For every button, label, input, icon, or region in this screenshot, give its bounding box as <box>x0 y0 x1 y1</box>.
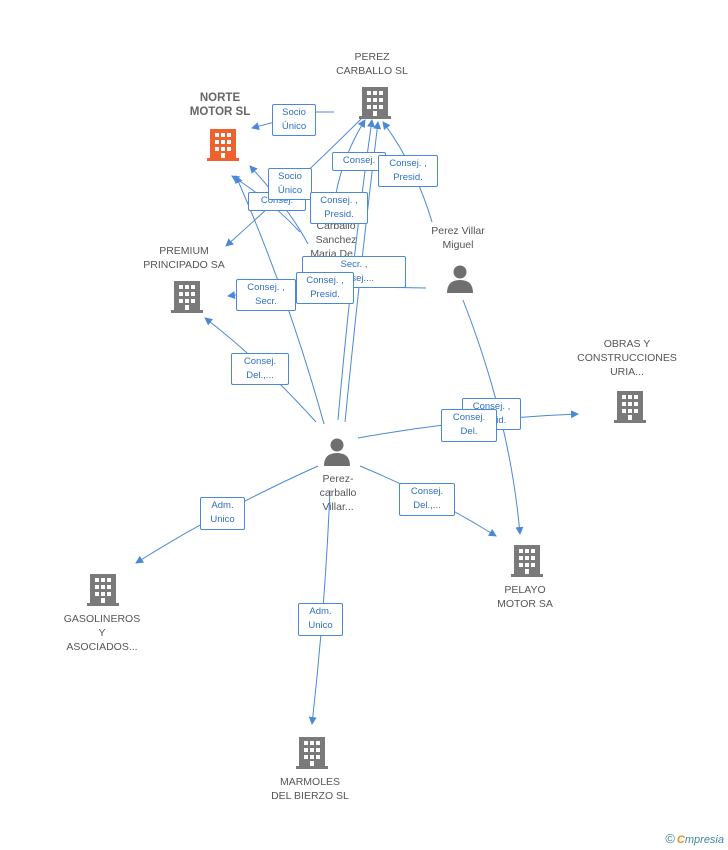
edge-label-consej-del[interactable]: Consej. Del.,... <box>231 353 289 385</box>
edge-label-consej-presid[interactable]: Consej. , Presid. <box>296 272 354 304</box>
node-label-gasolineros[interactable]: GASOLINEROS Y ASOCIADOS... <box>63 613 141 653</box>
building-icon-gasolineros[interactable] <box>87 572 119 606</box>
node-label-marmoles[interactable]: MARMOLES DEL BIERZO SL <box>271 776 349 802</box>
building-icon-premium-principado[interactable] <box>171 279 203 313</box>
edge-label-consej-del[interactable]: Consej. Del.,... <box>399 483 455 516</box>
edge-label-socio-unico[interactable]: Socio Único <box>272 104 316 136</box>
building-icon-marmoles[interactable] <box>296 735 328 769</box>
node-label-carballo-sanchez[interactable]: Carballo Sanchez Maria De... <box>310 220 362 260</box>
building-icon-norte-motor[interactable] <box>207 127 239 161</box>
edge-label-consej-presid[interactable]: Consej. , Presid. <box>310 192 368 224</box>
copyright-symbol: © <box>665 831 675 846</box>
person-icon-perez-villar[interactable] <box>445 263 475 293</box>
building-icon-pelayo-motor[interactable] <box>511 543 543 577</box>
node-label-perez-villar[interactable]: Perez Villar Miguel <box>431 225 485 251</box>
brand-logo-letter: C <box>676 834 685 846</box>
edge-label-adm-unico[interactable]: Adm. Unico <box>298 603 343 636</box>
node-label-premium-principado[interactable]: PREMIUM PRINCIPADO SA <box>143 245 225 271</box>
node-label-perez-carballo-sl[interactable]: PEREZ CARBALLO SL <box>336 51 408 77</box>
edge-label-socio-unico[interactable]: Socio Único <box>268 168 312 200</box>
building-icon-perez-carballo-sl[interactable] <box>359 85 391 119</box>
edge-label-consej-presid[interactable]: Consej. , Presid. <box>378 155 438 187</box>
node-label-norte-motor[interactable]: NORTE MOTOR SL <box>189 92 251 118</box>
edge-label-consej-secr[interactable]: Consej. , Secr. <box>236 279 296 311</box>
node-label-obras-construcciones[interactable]: OBRAS Y CONSTRUCCIONES URIA... <box>577 338 677 378</box>
node-label-perez-carballo-villar[interactable]: Perez- carballo Villar... <box>319 473 357 513</box>
empresia-watermark: ©Cmpresia <box>665 831 724 846</box>
brand-name: mpresia <box>684 834 724 846</box>
edge-label-adm-unico[interactable]: Adm. Unico <box>200 497 245 530</box>
building-icon-obras-construcciones[interactable] <box>614 389 646 423</box>
node-label-pelayo-motor[interactable]: PELAYO MOTOR SA <box>497 584 553 610</box>
edge-label-consej-del[interactable]: Consej. Del. <box>441 409 497 442</box>
person-icon-perez-carballo-villar[interactable] <box>322 436 352 466</box>
